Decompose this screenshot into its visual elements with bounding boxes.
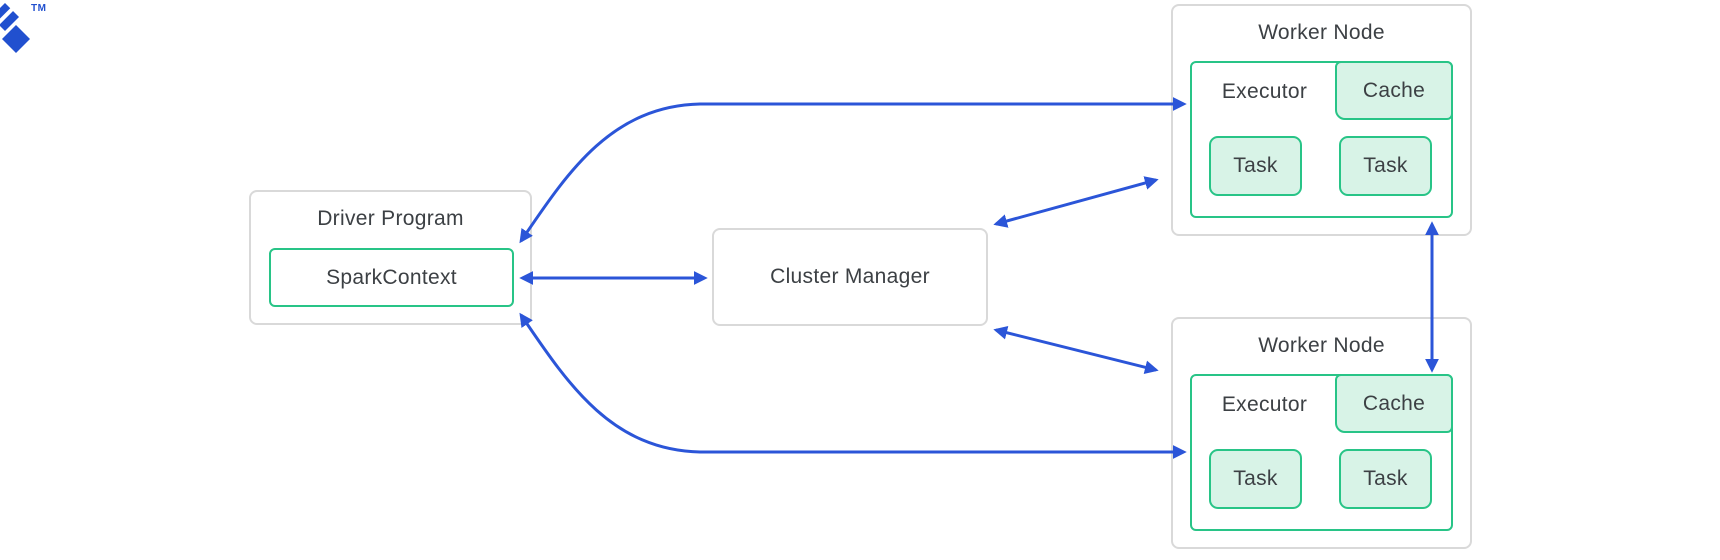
executor-label-wrap: Executor (1192, 376, 1337, 433)
worker-node-top-box: Worker Node Executor Cache Task Task (1171, 4, 1472, 236)
cache-label: Cache (1362, 391, 1426, 415)
arrow-sparkcontext-to-worker-bottom (519, 312, 1187, 459)
worker-node-bottom-box: Worker Node Executor Cache Task Task (1171, 317, 1472, 549)
task-box: Task (1209, 449, 1302, 509)
task-label: Task (1233, 467, 1278, 490)
cache-label: Cache (1362, 78, 1426, 102)
cache-box: Cache (1335, 61, 1453, 120)
task-box: Task (1339, 449, 1432, 509)
cluster-manager-box: Cluster Manager (712, 228, 988, 326)
driver-program-title: Driver Program (317, 207, 464, 230)
worker-node-title: Worker Node (1258, 21, 1385, 44)
arrow-sparkcontext-to-worker-top (519, 97, 1187, 244)
executor-box: Executor Cache Task Task (1190, 374, 1453, 531)
task-box: Task (1209, 136, 1302, 196)
task-label: Task (1363, 154, 1408, 177)
sparkcontext-label: SparkContext (326, 265, 457, 289)
executor-label: Executor (1221, 392, 1308, 416)
worker-node-title: Worker Node (1258, 334, 1385, 357)
executor-box: Executor Cache Task Task (1190, 61, 1453, 218)
executor-label-wrap: Executor (1192, 63, 1337, 120)
cluster-manager-label: Cluster Manager (770, 265, 930, 288)
arrow-cluster-manager-to-worker-bottom (993, 325, 1159, 375)
arrow-cluster-manager-to-worker-top (993, 176, 1159, 228)
task-label: Task (1363, 467, 1408, 490)
trademark-label: TM (31, 3, 47, 14)
cache-box: Cache (1335, 374, 1453, 433)
sparkcontext-box: SparkContext (269, 248, 514, 307)
toptal-logo-icon (0, 3, 30, 53)
task-label: Task (1233, 154, 1278, 177)
task-box: Task (1339, 136, 1432, 196)
driver-program-box: Driver Program SparkContext (249, 190, 532, 325)
executor-label: Executor (1221, 79, 1308, 103)
